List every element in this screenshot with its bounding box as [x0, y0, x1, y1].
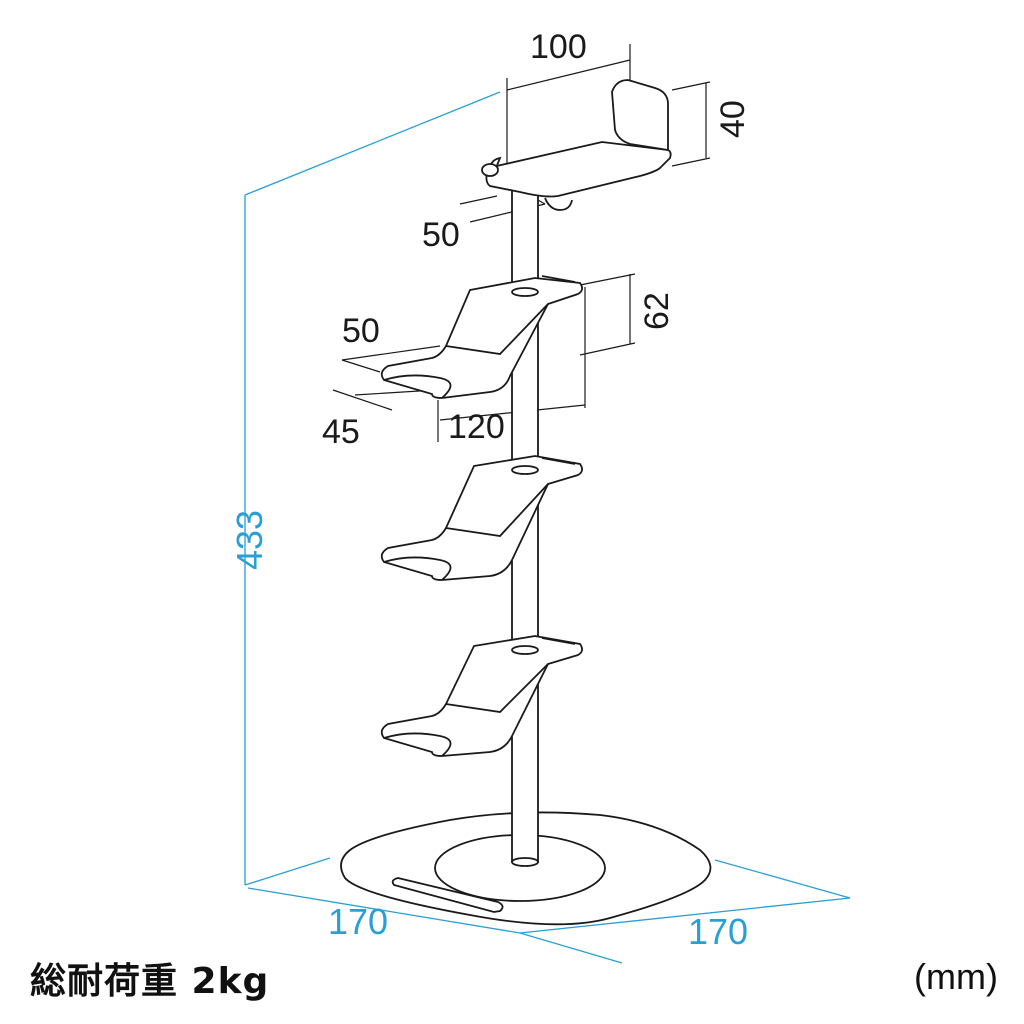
shelf-lip-label: 45	[322, 413, 360, 451]
overall-dimension-lines	[244, 91, 851, 964]
shelf-width-label: 120	[448, 408, 505, 446]
detail-dimension-lines	[332, 44, 711, 442]
shelf-height-label: 62	[638, 292, 676, 330]
top-width-label: 100	[530, 28, 587, 66]
base-right-label: 170	[688, 911, 748, 952]
unit-caption: (mm)	[914, 956, 998, 997]
controller-shelf-2	[380, 455, 583, 581]
top-hanger	[481, 79, 672, 211]
top-height-label: 40	[714, 100, 752, 138]
top-depth-label: 50	[422, 216, 460, 254]
base-left-label: 170	[328, 901, 388, 942]
controller-shelf-3	[380, 635, 583, 757]
base-plate	[340, 811, 712, 926]
controller-shelf-1	[380, 275, 583, 399]
shelf-depth-label: 50	[342, 312, 380, 350]
total-height-label: 433	[229, 510, 270, 570]
load-capacity-caption: 総耐荷重 2kg	[30, 961, 270, 1002]
